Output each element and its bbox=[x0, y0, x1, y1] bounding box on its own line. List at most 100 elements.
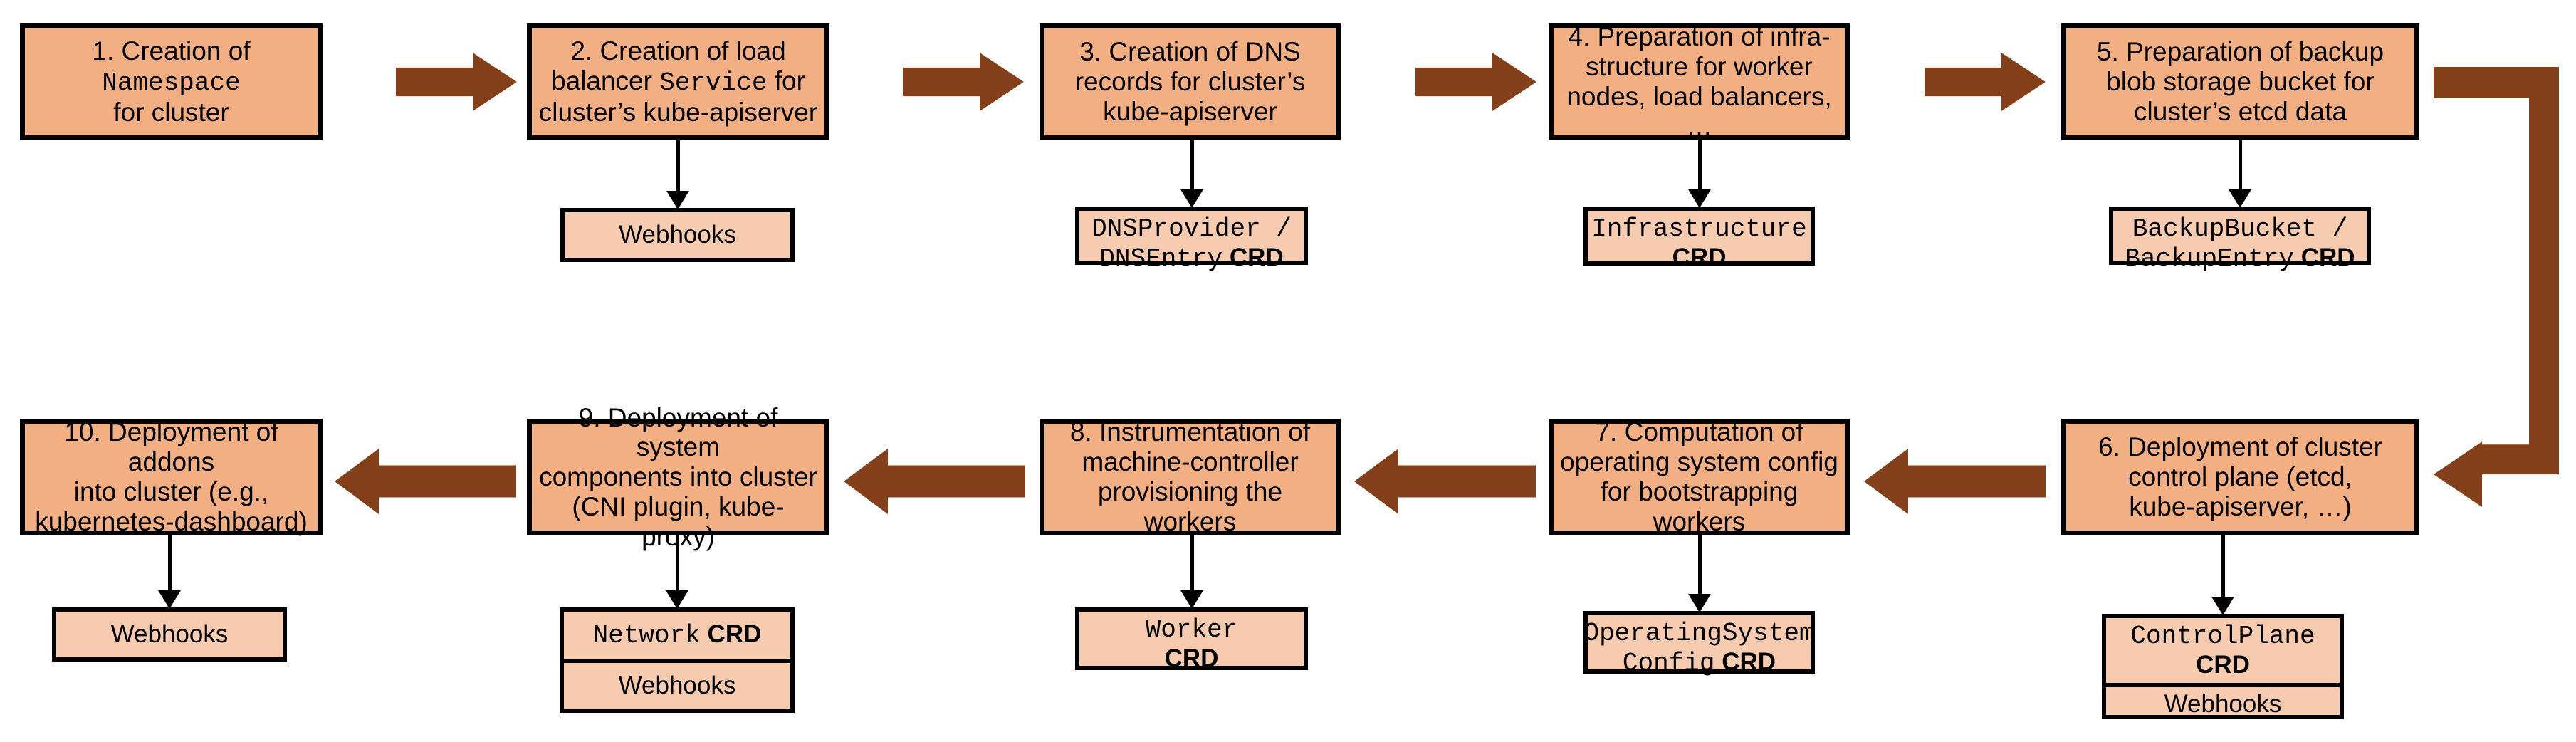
artifact-cell: ControlPlane CRD bbox=[2106, 618, 2340, 683]
step-node-line: cluster’s kube-apiserver bbox=[538, 98, 819, 127]
label-text: into cluster (e.g., bbox=[73, 477, 269, 506]
step-node-line: kube-apiserver, …) bbox=[2072, 492, 2409, 522]
code-text: ControlPlane bbox=[2130, 622, 2315, 651]
artifact-cell-text: DNSProvider /DNSEntry CRD bbox=[1091, 214, 1292, 274]
step-node-line: nodes, load balancers, … bbox=[1559, 82, 1839, 142]
artifact-line: Webhooks bbox=[2164, 690, 2282, 719]
step-node-line: 1. Creation of bbox=[31, 36, 312, 66]
artifact-cell-text: ControlPlane CRD bbox=[2110, 621, 2335, 680]
artifact-line: Webhooks bbox=[619, 221, 736, 249]
artifact-connector-line bbox=[676, 140, 680, 192]
label-text: for cluster bbox=[113, 98, 229, 127]
artifact-connector-arrowhead-icon bbox=[666, 191, 689, 209]
step-node-line: kube-apiserver bbox=[1050, 97, 1330, 127]
label-text: 9. Deployment of system bbox=[578, 402, 778, 462]
label-text: components into cluster bbox=[539, 462, 817, 492]
label-text: CRD bbox=[1714, 648, 1776, 676]
step-node-line: balancer Service for bbox=[538, 66, 819, 98]
step-node-line: for cluster bbox=[31, 98, 312, 127]
artifact-connector-arrowhead-icon bbox=[2229, 189, 2251, 208]
artifact-cell: BackupBucket /BackupEntry CRD bbox=[2113, 211, 2367, 277]
label-text: kubernetes-dashboard) bbox=[35, 506, 308, 536]
step-node-line: records for cluster’s bbox=[1050, 67, 1330, 97]
code-text: Namespace bbox=[102, 68, 241, 98]
artifact-line: Config CRD bbox=[1583, 648, 1814, 678]
artifact-box-2[interactable]: Webhooks bbox=[560, 208, 795, 262]
artifact-line: BackupEntry CRD bbox=[2125, 244, 2355, 273]
code-text: Config bbox=[1622, 649, 1715, 679]
artifact-box-6[interactable]: ControlPlane CRD Webhooks bbox=[2102, 614, 2344, 719]
label-text: operating system config bbox=[1560, 447, 1838, 477]
artifact-connector-arrowhead-icon bbox=[1687, 189, 1711, 208]
step-node-line: into cluster (e.g., bbox=[31, 477, 312, 507]
step-node-text: 4. Preparation of infra-structure for wo… bbox=[1559, 22, 1839, 141]
step-node-line: components into cluster bbox=[538, 462, 819, 492]
label-text: control plane (etcd, bbox=[2128, 462, 2352, 492]
code-text: BackupBucket / bbox=[2132, 214, 2348, 244]
artifact-cell: Webhooks bbox=[565, 212, 790, 258]
arrow-3-to-4-icon bbox=[1415, 53, 1536, 111]
label-text: Webhooks bbox=[619, 220, 736, 249]
artifact-line: DNSProvider / bbox=[1091, 214, 1292, 244]
artifact-connector-line bbox=[2239, 140, 2242, 191]
artifact-cell: Network CRD bbox=[564, 612, 790, 659]
artifact-connector-arrowhead-icon bbox=[666, 590, 688, 609]
step-node-line: 5. Preparation of backup bbox=[2072, 37, 2409, 67]
label-text: CRD bbox=[1164, 644, 1219, 673]
label-text: balancer bbox=[551, 66, 660, 95]
artifact-connector-line bbox=[676, 535, 679, 592]
label-text: CRD bbox=[2294, 244, 2355, 272]
artifact-cell-text: Network CRD bbox=[593, 620, 762, 650]
label-text: CRD bbox=[1672, 244, 1727, 272]
artifact-box-5[interactable]: BackupBucket /BackupEntry CRD bbox=[2109, 207, 2371, 273]
step-node-4[interactable]: 4. Preparation of infra-structure for wo… bbox=[1549, 22, 1850, 141]
label-text: 2. Creation of load bbox=[570, 36, 786, 66]
label-text: 8. Instrumentation of bbox=[1069, 417, 1311, 447]
label-text: for bootstrapping workers bbox=[1600, 477, 1799, 536]
artifact-box-10[interactable]: Webhooks bbox=[52, 607, 287, 662]
artifact-line: BackupBucket / bbox=[2125, 214, 2355, 244]
artifact-box-3[interactable]: DNSProvider /DNSEntry CRD bbox=[1075, 207, 1308, 273]
arrow-4-to-5-icon bbox=[1925, 53, 2046, 111]
label-text: 7. Computation of bbox=[1595, 417, 1803, 447]
artifact-line: Worker bbox=[1146, 615, 1238, 644]
label-text: CRD bbox=[2196, 651, 2250, 679]
arrow-2-to-3-icon bbox=[903, 53, 1024, 111]
label-text: Webhooks bbox=[110, 620, 229, 648]
step-node-line: blob storage bucket for bbox=[2072, 67, 2409, 97]
artifact-connector-arrowhead-icon bbox=[2211, 597, 2234, 615]
label-text: blob storage bucket for bbox=[2106, 67, 2375, 97]
label-text: cluster’s etcd data bbox=[2134, 96, 2347, 126]
artifact-line: CRD bbox=[1591, 244, 1806, 272]
artifact-line: DNSEntry CRD bbox=[1091, 244, 1292, 273]
artifact-connector-arrowhead-icon bbox=[1180, 189, 1203, 208]
label-text: kube-apiserver bbox=[1103, 96, 1277, 126]
artifact-line: Infrastructure bbox=[1591, 214, 1806, 244]
label-text: kube-apiserver, …) bbox=[2129, 491, 2352, 521]
